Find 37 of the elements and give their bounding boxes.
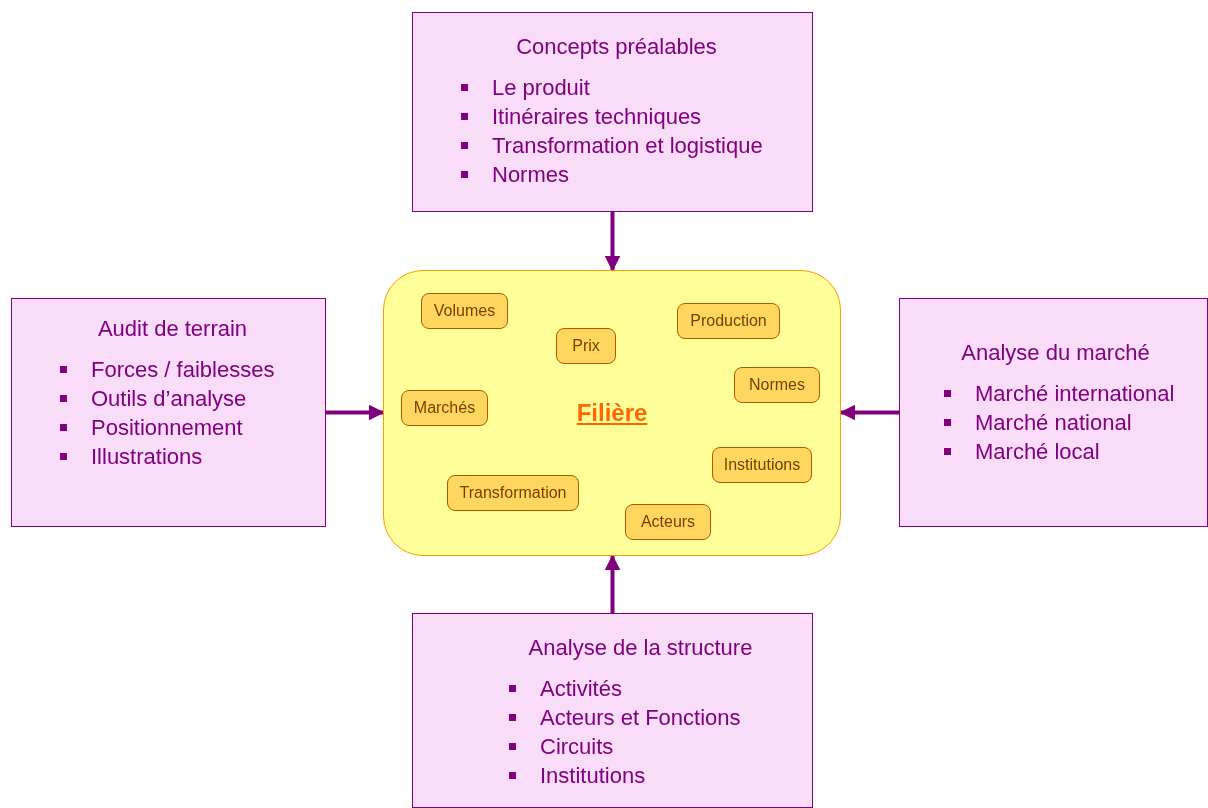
list-item: Marché national xyxy=(975,408,1132,437)
topic-tag: Production xyxy=(677,303,780,339)
list-item: Transformation et logistique xyxy=(492,131,763,160)
arrow xyxy=(604,554,621,613)
list-item: Acteurs et Fonctions xyxy=(540,703,741,732)
arrow xyxy=(604,212,621,272)
list-item: Itinéraires techniques xyxy=(492,102,702,131)
topic-box xyxy=(899,298,1208,527)
arrow xyxy=(839,404,899,421)
box-heading: Concepts préalables xyxy=(516,33,717,61)
list-item: Positionnement xyxy=(91,413,243,442)
topic-box xyxy=(412,613,813,808)
topic-tag: Institutions xyxy=(712,447,812,483)
list-item: Institutions xyxy=(540,761,646,790)
box-heading: Audit de terrain xyxy=(97,315,248,343)
topic-tag: Acteurs xyxy=(625,504,711,540)
topic-tag: Normes xyxy=(734,367,820,403)
list-item: Marché local xyxy=(975,437,1100,466)
box-heading: Analyse de la structure xyxy=(528,634,753,662)
topic-tag: Volumes xyxy=(421,293,508,329)
list-item: Marché international xyxy=(975,379,1175,408)
box-heading: Analyse du marché xyxy=(961,339,1150,367)
list-item: Normes xyxy=(492,160,569,189)
list-item: Le produit xyxy=(492,73,590,102)
list-item: Outils d’analyse xyxy=(91,384,247,413)
topic-tag: Prix xyxy=(556,328,616,364)
topic-tag: Transformation xyxy=(447,475,579,511)
central-title: Filière xyxy=(576,398,648,428)
list-item: Activités xyxy=(540,674,622,703)
central-rounded-box xyxy=(383,270,841,556)
topic-box xyxy=(412,12,813,212)
list-item: Circuits xyxy=(540,732,614,761)
list-item: Illustrations xyxy=(91,442,203,471)
topic-tag: Marchés xyxy=(401,390,488,426)
list-item: Forces / faiblesses xyxy=(91,355,275,384)
topic-box xyxy=(11,298,326,527)
arrow xyxy=(326,404,385,421)
